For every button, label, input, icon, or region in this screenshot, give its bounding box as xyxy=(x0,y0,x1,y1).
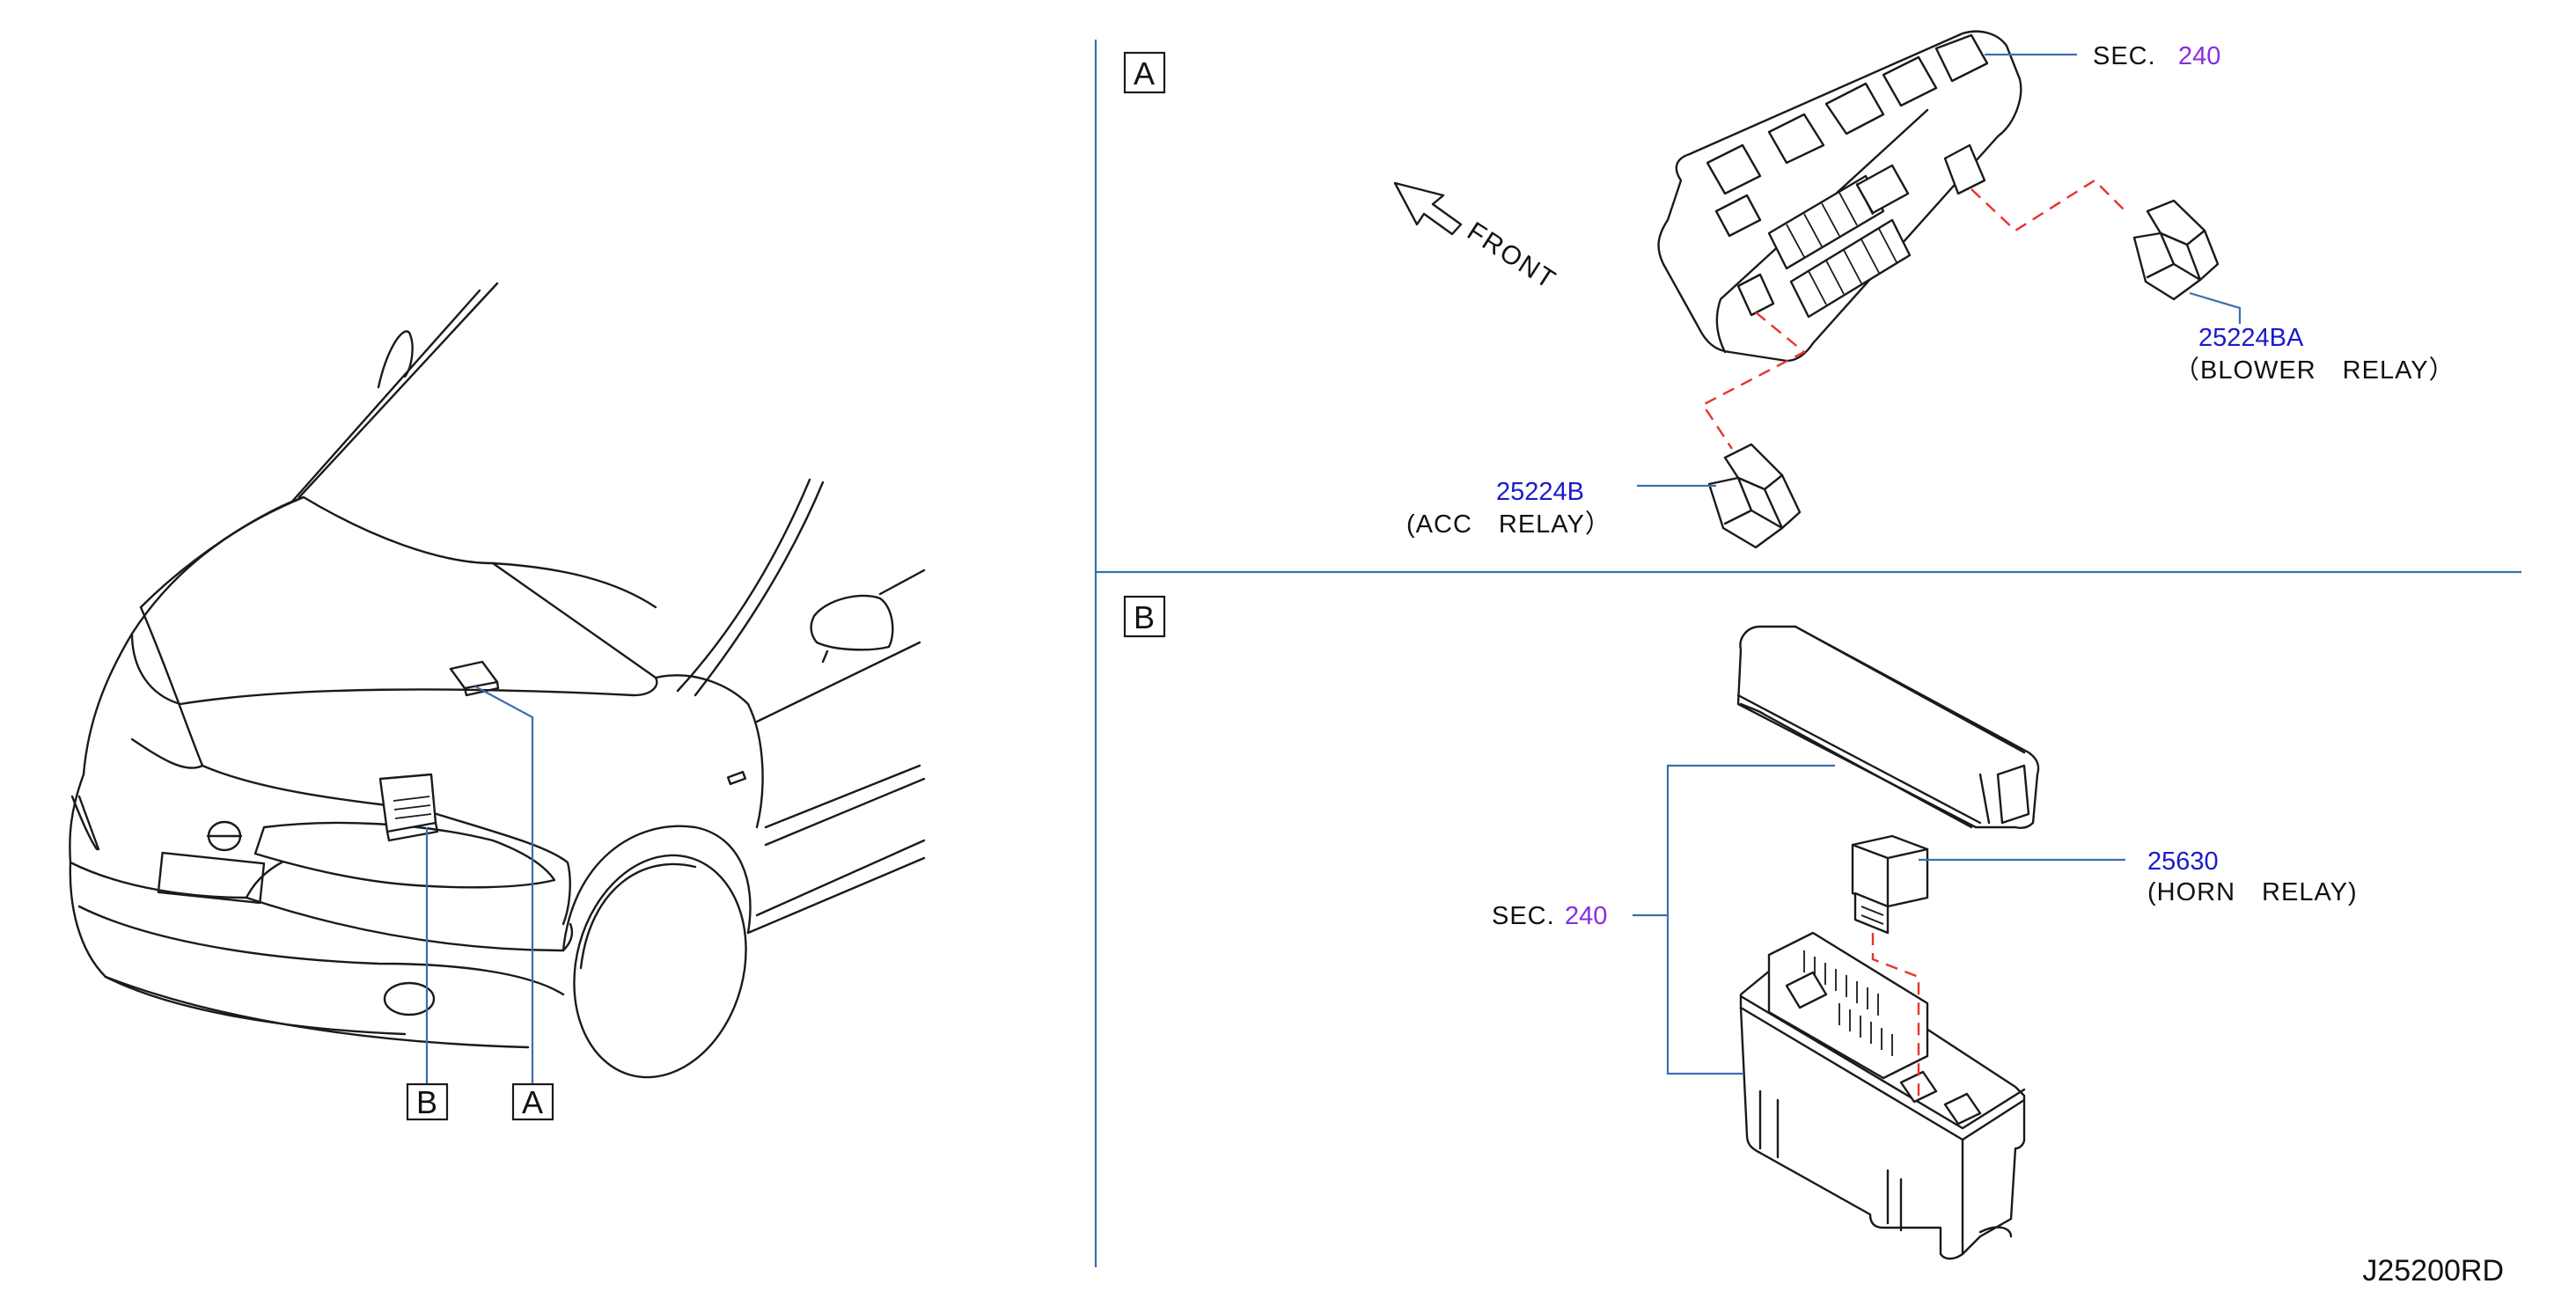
blower-relay xyxy=(2132,199,2220,301)
blower-relay-part-number: 25224BA xyxy=(2198,324,2304,352)
horn-relay-name: (HORN RELAY) xyxy=(2147,878,2358,906)
relay-block-a xyxy=(1657,30,2022,363)
car-callout-b: B xyxy=(416,1084,437,1120)
blower-relay-name: （BLOWER RELAY） xyxy=(2174,356,2455,385)
car-callout-b-box xyxy=(406,1082,449,1121)
car-illustration: B A xyxy=(69,282,926,1121)
car-callout-a-box xyxy=(511,1082,554,1121)
acc-relay-name: (ACC RELAY） xyxy=(1406,510,1611,539)
view-a: A FRONT xyxy=(1123,30,2455,549)
view-b-label-box xyxy=(1123,595,1166,638)
acc-relay xyxy=(1707,443,1802,549)
fuse-box-cover xyxy=(1736,625,2040,829)
front-arrow-icon xyxy=(1393,181,1463,236)
fuse-box-body xyxy=(1739,931,2026,1260)
diagram-code: J25200RD xyxy=(2362,1254,2504,1288)
view-a-label: A xyxy=(1134,55,1155,92)
view-b-sec-prefix: SEC. xyxy=(1492,902,1555,930)
view-b-label: B xyxy=(1134,599,1155,635)
view-a-sec-number: 240 xyxy=(2178,42,2220,70)
view-a-sec-prefix: SEC. xyxy=(2093,42,2156,70)
view-b: B xyxy=(1123,595,2358,1260)
front-label: FRONT xyxy=(1462,216,1561,295)
acc-relay-part-number: 25224B xyxy=(1496,478,1584,506)
view-b-sec-number: 240 xyxy=(1565,902,1607,930)
view-a-label-box xyxy=(1123,51,1166,94)
horn-relay xyxy=(1851,834,1929,935)
car-callout-a: A xyxy=(522,1084,543,1120)
horn-relay-part-number: 25630 xyxy=(2147,847,2219,876)
